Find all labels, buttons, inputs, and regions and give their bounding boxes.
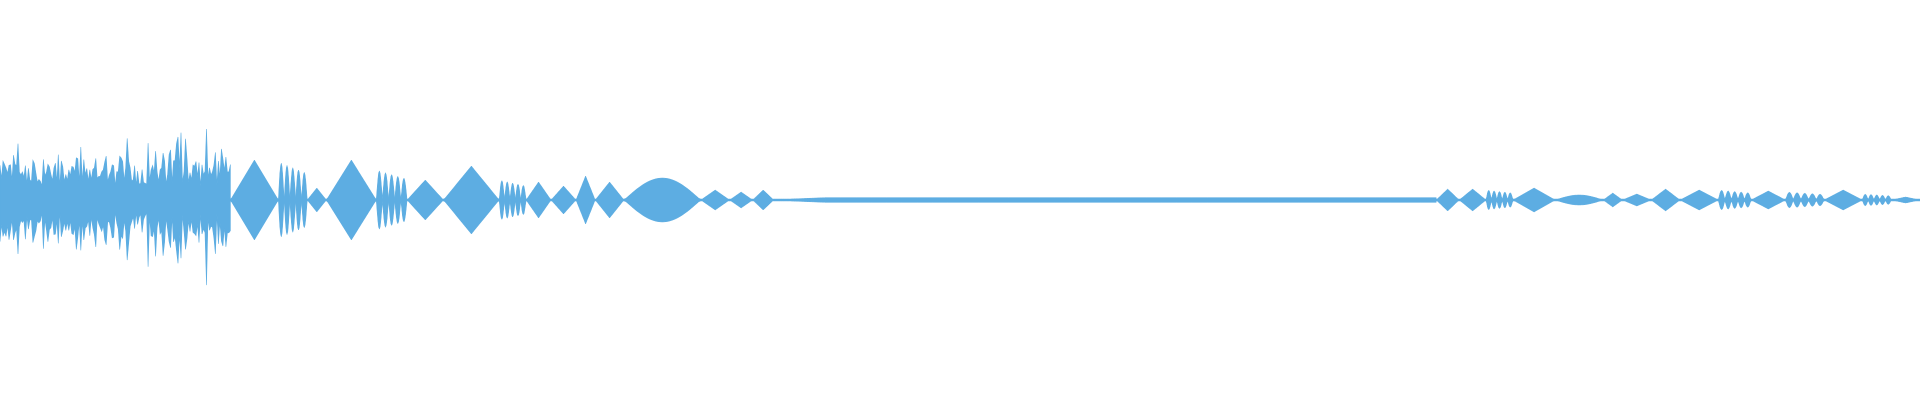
waveform-segment bbox=[623, 177, 702, 223]
waveform-segment bbox=[1718, 189, 1752, 211]
waveform-segment bbox=[1435, 188, 1460, 212]
waveform-segment bbox=[525, 181, 552, 219]
waveform-segment bbox=[1650, 188, 1681, 212]
waveform-segment bbox=[594, 181, 625, 219]
waveform-segment bbox=[326, 159, 377, 241]
waveform-segment bbox=[376, 170, 408, 230]
waveform-segment bbox=[825, 197, 1437, 203]
waveform-segment bbox=[700, 189, 730, 211]
waveform-segment bbox=[773, 197, 826, 203]
waveform-segment bbox=[752, 189, 775, 211]
waveform-segment bbox=[1823, 189, 1863, 211]
waveform-segment bbox=[1750, 190, 1786, 210]
waveform-segment bbox=[443, 165, 500, 235]
waveform-segment bbox=[1679, 189, 1719, 211]
waveform-segment bbox=[1485, 189, 1514, 211]
waveform-segment bbox=[406, 179, 444, 221]
waveform-segment bbox=[1554, 194, 1604, 206]
waveform-segment bbox=[729, 191, 753, 209]
waveform-segment bbox=[1512, 187, 1556, 213]
waveform-segment bbox=[1622, 193, 1652, 207]
waveform-segment bbox=[575, 175, 596, 225]
waveform-segment bbox=[1890, 196, 1920, 204]
waveform-segment bbox=[1785, 191, 1825, 209]
waveform-segment bbox=[550, 185, 577, 215]
waveform-segment bbox=[230, 159, 279, 241]
waveform-segment bbox=[1862, 193, 1892, 207]
waveform-segment bbox=[1458, 188, 1487, 212]
waveform-segment bbox=[0, 128, 231, 286]
waveform-segment bbox=[1602, 192, 1623, 208]
waveform-segment bbox=[498, 180, 527, 220]
waveform-segment bbox=[278, 163, 308, 237]
waveform-segment bbox=[306, 187, 327, 213]
